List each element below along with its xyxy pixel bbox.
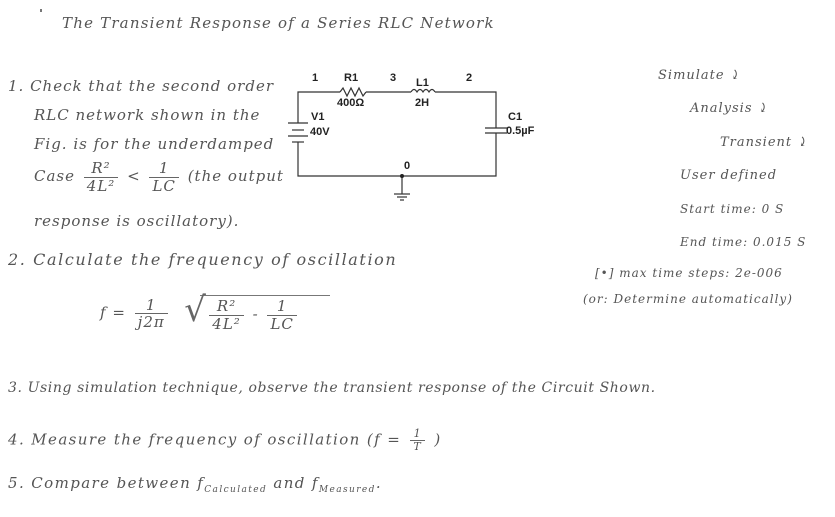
item3-text: 3. Using simulation technique, observe t… xyxy=(8,380,656,396)
item4-text: 4. Measure the frequency of oscillation … xyxy=(8,427,442,454)
relation: < xyxy=(127,167,141,185)
item1-line3: Fig. is for the underdamped xyxy=(34,135,275,153)
determine-automatically: (or: Determine automatically) xyxy=(583,292,793,306)
step-analysis: Analysis ⤸ xyxy=(690,101,770,116)
step-simulate: Simulate ⤸ xyxy=(658,68,742,83)
item1-line2: RLC network shown in the xyxy=(34,106,261,124)
node-1-label: 1 xyxy=(312,72,319,84)
v1-name: V1 xyxy=(311,111,325,123)
end-time: End time: 0.015 S xyxy=(680,235,807,249)
item1-line5: response is oscillatory). xyxy=(34,212,240,230)
item5-text: 5. Compare between fCalculated and fMeas… xyxy=(8,474,382,495)
item1-line1: 1. Check that the second order xyxy=(8,77,275,95)
start-time: Start time: 0 S xyxy=(680,202,785,216)
max-time-steps: [•] max time steps: 2e-006 xyxy=(595,266,783,280)
c1-name: C1 xyxy=(508,111,523,123)
l1-name: L1 xyxy=(416,77,429,89)
r1-name: R1 xyxy=(344,72,359,84)
r1-value: 400Ω xyxy=(337,97,365,109)
v1-value: 40V xyxy=(310,126,330,138)
rlc-circuit-diagram: 1 R1 400Ω 3 L1 2H 2 C1 0.5µF V1 40V 0 xyxy=(280,60,560,210)
circuit-wires xyxy=(288,86,507,201)
item2-text: 2. Calculate the frequency of oscillatio… xyxy=(8,250,398,269)
l1-value: 2H xyxy=(415,97,430,109)
step-user-defined: User defined xyxy=(680,168,778,183)
node-3-label: 3 xyxy=(390,72,397,84)
node-0-label: 0 xyxy=(404,160,411,172)
case-label: Case xyxy=(34,167,75,185)
node-2-label: 2 xyxy=(466,72,473,84)
step-transient: Transient ⤸ xyxy=(720,135,810,150)
condition-tail: (the output xyxy=(187,167,284,185)
page-title: The Transient Response of a Series RLC N… xyxy=(62,14,495,32)
c1-value: 0.5µF xyxy=(506,125,535,137)
stray-mark xyxy=(40,9,42,12)
